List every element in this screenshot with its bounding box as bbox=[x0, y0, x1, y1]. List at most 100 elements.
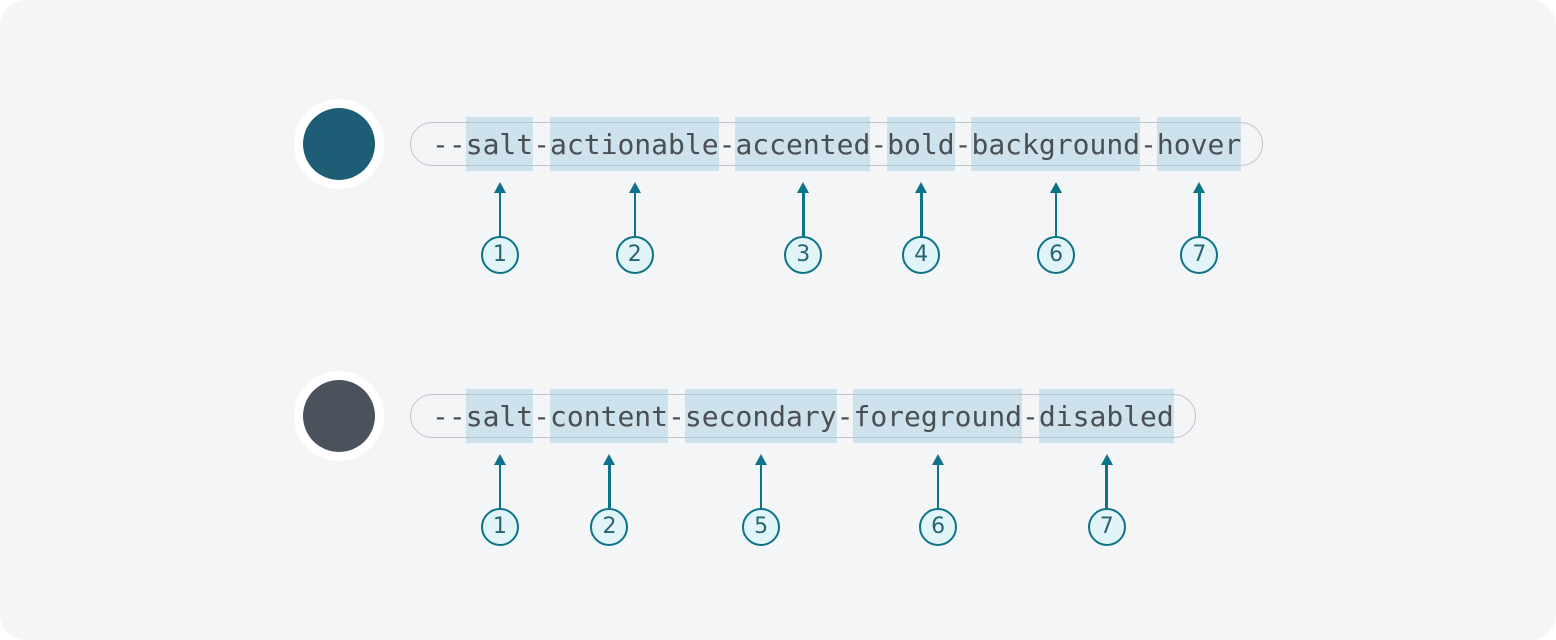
token-segment: - bbox=[533, 399, 551, 433]
callout-slot bbox=[719, 182, 736, 274]
token-segment-highlighted: bold bbox=[887, 117, 955, 171]
callout-slot: 3 bbox=[736, 182, 871, 274]
segment-number-badge: 2 bbox=[615, 236, 654, 274]
callout-slot bbox=[955, 182, 972, 274]
token-name-pill: --salt-actionable-accented-bold-backgrou… bbox=[410, 117, 1264, 171]
token-segment: - bbox=[668, 399, 685, 433]
segment-number-badge: 5 bbox=[742, 508, 781, 546]
arrow-up-icon bbox=[628, 182, 641, 193]
segment-number-badge: 4 bbox=[902, 236, 941, 274]
callout-slot bbox=[433, 454, 467, 546]
segment-number-badge: 7 bbox=[1087, 508, 1126, 546]
segment-callout: 7 bbox=[1087, 454, 1126, 546]
color-swatch-core bbox=[303, 108, 375, 180]
color-swatch bbox=[294, 99, 384, 189]
segment-number-badge: 6 bbox=[919, 508, 958, 546]
arrow-line bbox=[936, 464, 940, 508]
callout-slot: 6 bbox=[854, 454, 1023, 546]
callout-slot bbox=[1022, 454, 1039, 546]
segment-callout: 7 bbox=[1180, 182, 1219, 274]
callout-slot: 1 bbox=[466, 182, 533, 274]
token-segment-highlighted: disabled bbox=[1038, 389, 1174, 443]
callout-slot: 1 bbox=[466, 454, 533, 546]
callout-slot bbox=[534, 454, 551, 546]
token-area: --salt-content-secondary-foreground-disa… bbox=[410, 371, 1196, 546]
callout-slot bbox=[668, 454, 685, 546]
callout-slot: 2 bbox=[550, 454, 668, 546]
arrow-up-icon bbox=[493, 182, 506, 193]
arrow-up-icon bbox=[1193, 182, 1206, 193]
token-segment-highlighted: accented bbox=[735, 117, 871, 171]
callout-row: 1 2 5 6 7 bbox=[410, 454, 1196, 546]
segment-callout: 2 bbox=[590, 454, 629, 546]
callout-slot bbox=[433, 182, 467, 274]
arrow-up-icon bbox=[932, 454, 945, 465]
arrow-up-icon bbox=[797, 182, 810, 193]
segment-number-badge: 7 bbox=[1180, 236, 1219, 274]
arrow-up-icon bbox=[755, 454, 768, 465]
token-segment-highlighted: foreground bbox=[853, 389, 1023, 443]
token-row: --salt-content-secondary-foreground-disa… bbox=[294, 371, 1196, 546]
arrow-line bbox=[759, 464, 763, 508]
token-segment: - bbox=[533, 127, 551, 161]
arrow-line bbox=[1198, 192, 1201, 236]
token-segment-highlighted: content bbox=[550, 389, 669, 443]
token-area: --salt-actionable-accented-bold-backgrou… bbox=[410, 99, 1264, 274]
color-swatch-core bbox=[303, 380, 375, 452]
segment-callout: 5 bbox=[742, 454, 781, 546]
arrow-line bbox=[608, 464, 611, 508]
token-segment: - bbox=[954, 127, 972, 161]
segment-callout: 6 bbox=[919, 454, 958, 546]
callout-row: 1 2 3 4 6 7 bbox=[410, 182, 1263, 274]
token-segment: -- bbox=[432, 127, 466, 161]
arrow-line bbox=[498, 192, 502, 236]
segment-number-badge: 2 bbox=[590, 508, 629, 546]
token-segment: - bbox=[870, 127, 888, 161]
segment-callout: 4 bbox=[902, 182, 941, 274]
segment-number-badge: 1 bbox=[480, 236, 519, 274]
token-name-pill: --salt-content-secondary-foreground-disa… bbox=[410, 389, 1196, 443]
segment-callout: 2 bbox=[615, 182, 654, 274]
arrow-line bbox=[498, 464, 502, 508]
arrow-up-icon bbox=[1050, 182, 1063, 193]
token-segment: - bbox=[836, 399, 854, 433]
callout-slot: 2 bbox=[550, 182, 719, 274]
segment-number-badge: 1 bbox=[480, 508, 519, 546]
callout-slot: 7 bbox=[1039, 454, 1174, 546]
segment-callout: 1 bbox=[480, 454, 519, 546]
segment-number-badge: 3 bbox=[784, 236, 823, 274]
callout-slot: 6 bbox=[972, 182, 1141, 274]
token-segment-highlighted: background bbox=[971, 117, 1141, 171]
token-segment: -- bbox=[432, 399, 466, 433]
arrow-up-icon bbox=[1100, 454, 1113, 465]
token-segment-highlighted: secondary bbox=[684, 389, 837, 443]
token-segment: - bbox=[1140, 127, 1157, 161]
token-segment-highlighted: actionable bbox=[550, 117, 719, 171]
callout-slot: 4 bbox=[888, 182, 955, 274]
arrow-up-icon bbox=[603, 454, 616, 465]
segment-number-badge: 6 bbox=[1037, 236, 1076, 274]
segment-callout: 1 bbox=[480, 182, 519, 274]
token-row: --salt-actionable-accented-bold-backgrou… bbox=[294, 99, 1264, 274]
arrow-line bbox=[633, 192, 636, 236]
token-segment-highlighted: salt bbox=[465, 117, 534, 171]
token-segment: - bbox=[1022, 399, 1039, 433]
arrow-line bbox=[1105, 464, 1108, 508]
token-segment-highlighted: salt bbox=[465, 389, 534, 443]
arrow-line bbox=[920, 192, 923, 236]
arrow-up-icon bbox=[915, 182, 928, 193]
color-swatch bbox=[294, 371, 384, 461]
callout-slot bbox=[534, 182, 551, 274]
segment-callout: 3 bbox=[784, 182, 823, 274]
callout-slot: 5 bbox=[685, 454, 837, 546]
arrow-line bbox=[1054, 192, 1058, 236]
arrow-up-icon bbox=[493, 454, 506, 465]
callout-slot bbox=[1140, 182, 1157, 274]
callout-slot bbox=[837, 454, 854, 546]
segment-callout: 6 bbox=[1037, 182, 1076, 274]
arrow-line bbox=[802, 192, 805, 236]
callout-slot bbox=[871, 182, 888, 274]
token-segment-highlighted: hover bbox=[1156, 117, 1242, 171]
token-segment: - bbox=[718, 127, 736, 161]
